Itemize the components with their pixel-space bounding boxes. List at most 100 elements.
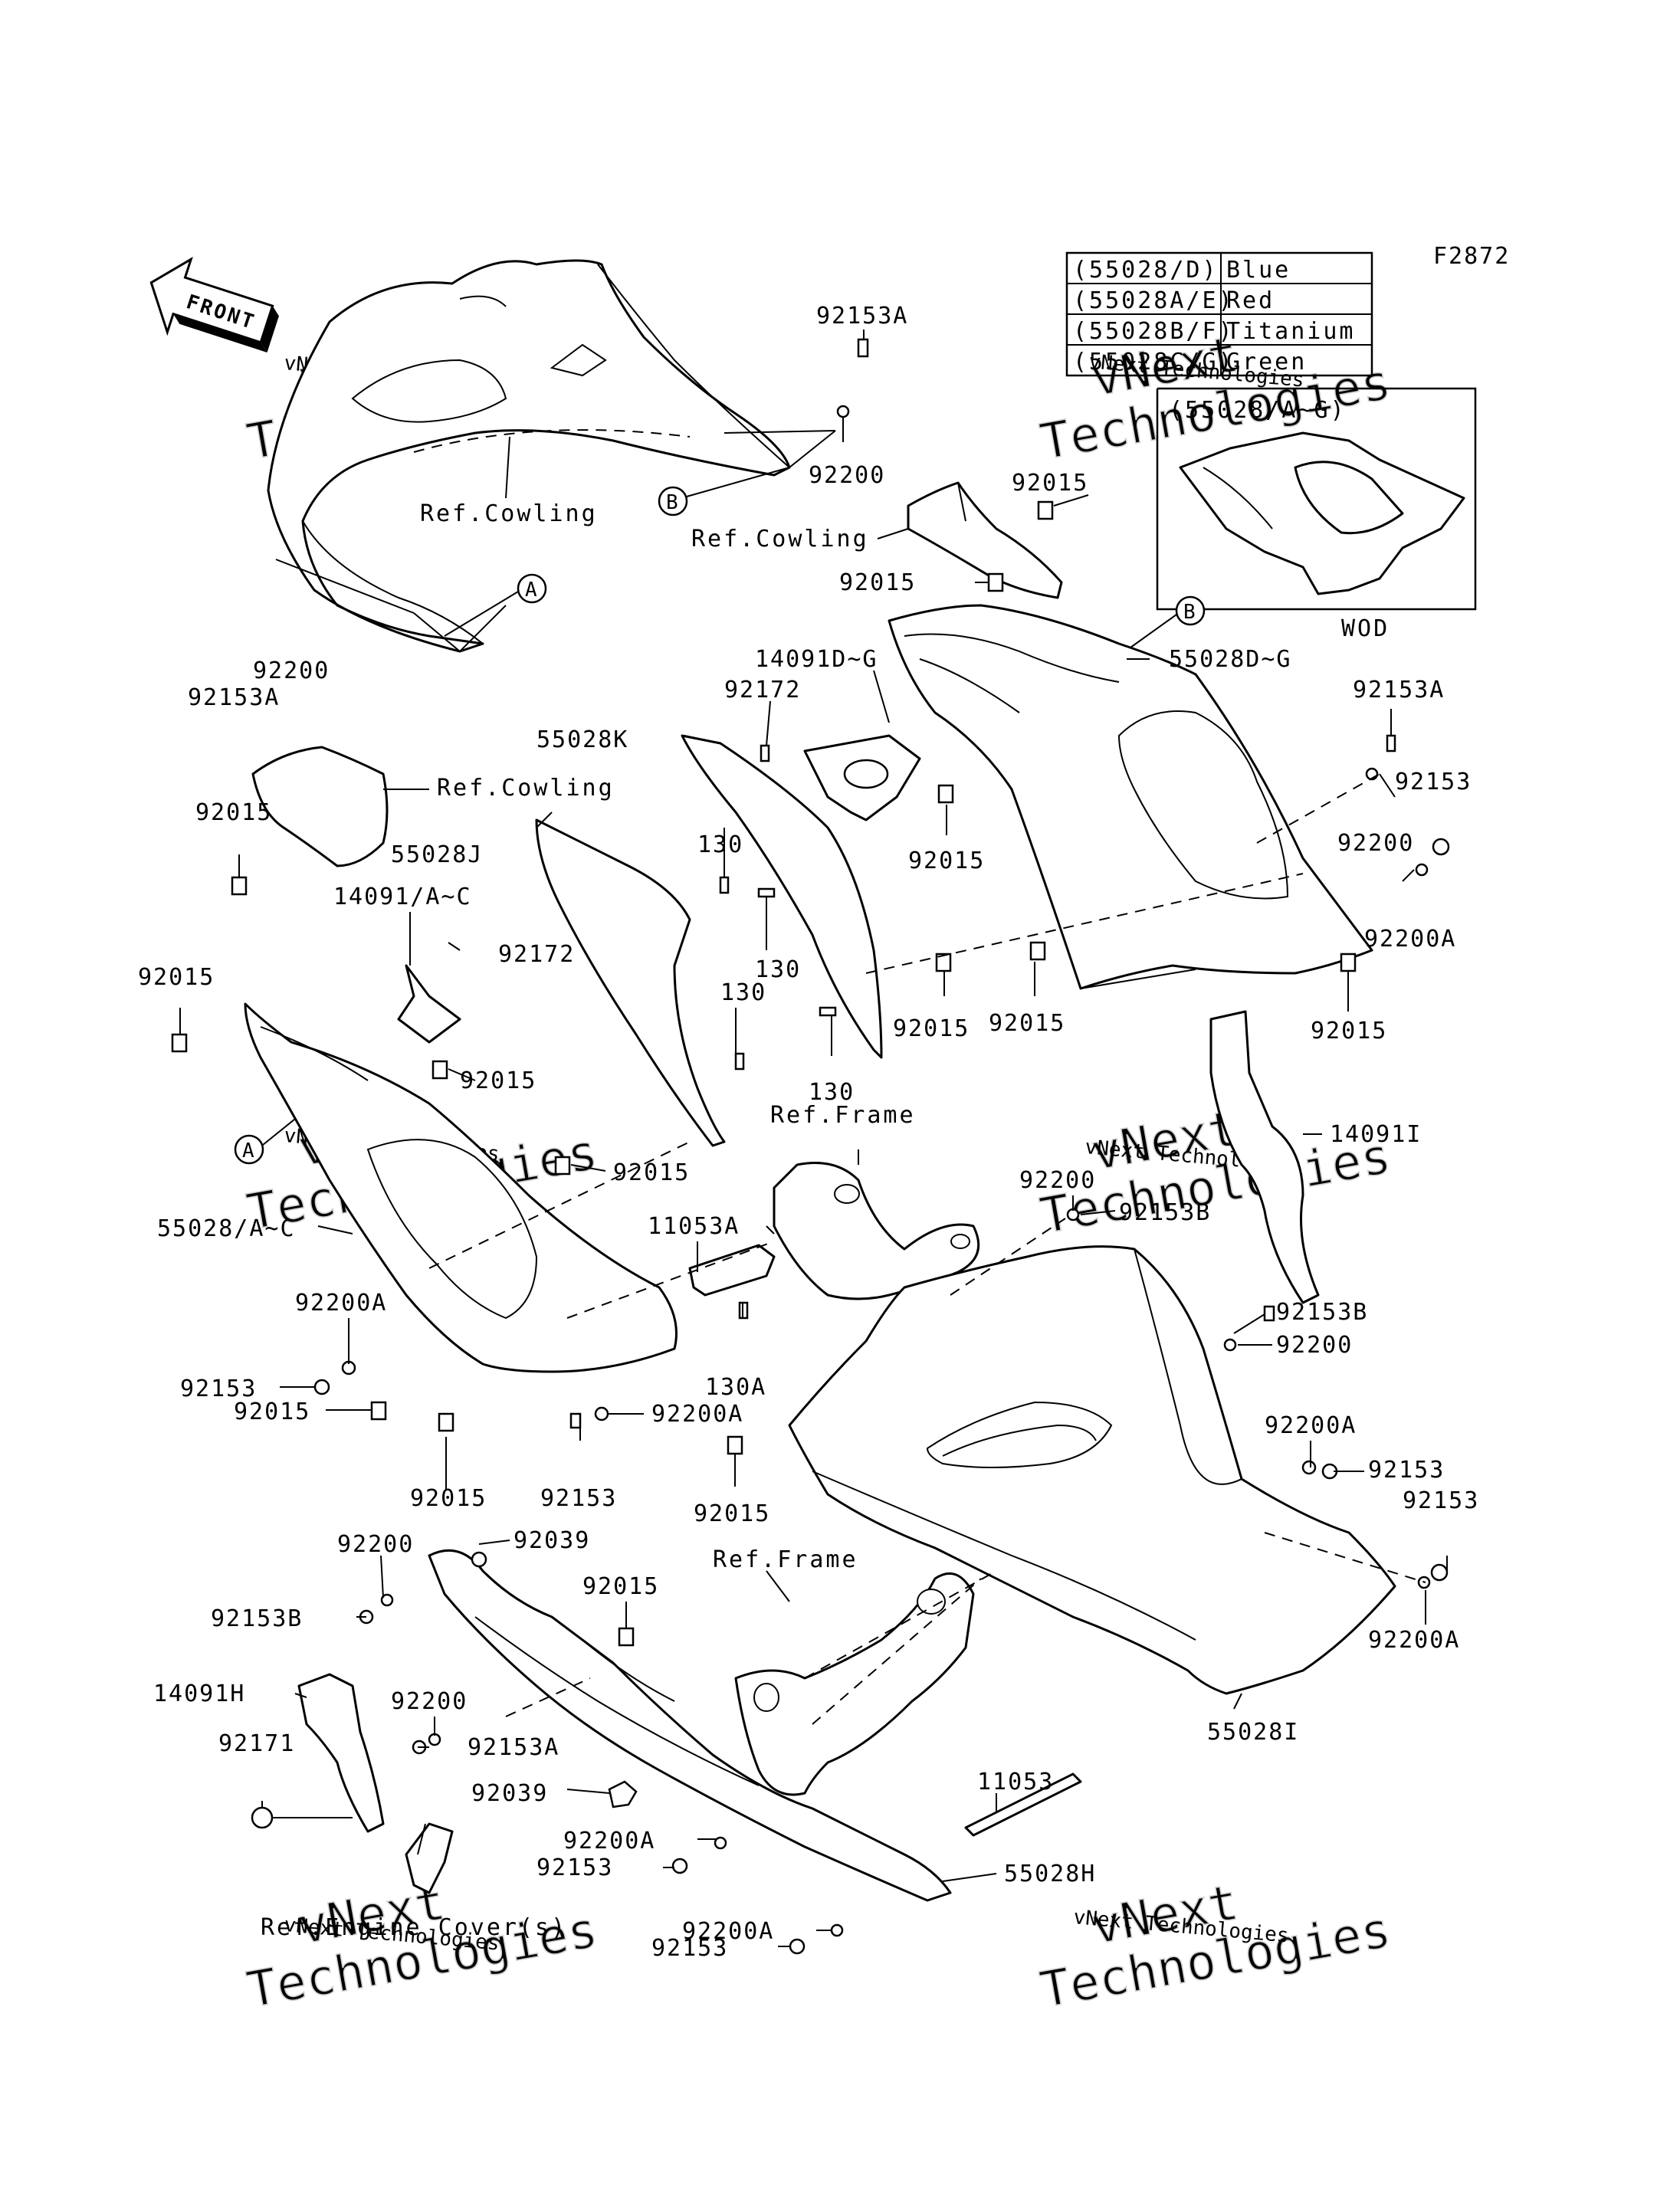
part-label: 11053 (977, 1769, 1054, 1795)
part-label: 92153A (816, 303, 908, 330)
part-label: 92015 (893, 1015, 970, 1042)
legend-color: Titanium (1226, 318, 1356, 345)
inset-title: (55028/A~G) (1169, 397, 1347, 424)
part-label: 130 (755, 956, 801, 983)
part-label: 92015 (460, 1067, 536, 1094)
part-label: 92153B (1276, 1299, 1368, 1326)
part-label: 92039 (471, 1780, 548, 1807)
part-55028i (788, 1245, 1396, 1695)
part-label: 11053A (648, 1213, 740, 1240)
part-label: 92153 (180, 1376, 257, 1402)
part-label: 92200 (253, 657, 330, 684)
part-label: 92200A (563, 1828, 655, 1854)
part-label: 14091H (153, 1681, 245, 1707)
part-label: 55028H (1004, 1861, 1096, 1887)
upper-cowling-ref (267, 259, 791, 653)
part-label: 92200 (1019, 1167, 1096, 1194)
ref-label: Ref.Cowling (437, 775, 615, 802)
part-label: 130 (809, 1079, 855, 1106)
part-label: 92200 (1337, 830, 1414, 857)
part-label: 14091/A~C (333, 884, 472, 910)
part-label: 55028I (1207, 1719, 1299, 1746)
reference-labels: Ref.Cowling Ref.Cowling Ref.Cowling Ref.… (261, 436, 916, 1941)
part-label: 92015 (1012, 470, 1088, 497)
part-label: 92015 (138, 964, 215, 991)
callout-b-upper: B (658, 467, 790, 516)
part-55028k (681, 734, 883, 1059)
ref-label: Ref.Engine Cover(s) (261, 1914, 567, 1941)
part-label: 92153 (540, 1485, 617, 1512)
part-55028h (428, 1549, 952, 1902)
legend-color: Red (1226, 287, 1275, 314)
part-label: 92200A (682, 1918, 774, 1945)
ref-label: Ref.Cowling (691, 526, 869, 553)
part-55028d-g (888, 604, 1373, 990)
upper-right-cowling-ref (907, 481, 1063, 599)
left-cowling-ref (251, 746, 389, 867)
part-11053a (688, 1244, 776, 1297)
part-label: 92153A (188, 684, 280, 711)
front-arrow-icon: FRONT (149, 257, 279, 353)
part-55028a-c (244, 964, 678, 1373)
part-label: 92015 (582, 1573, 659, 1600)
part-label: 55028/A~C (157, 1215, 296, 1242)
part-label: 92153 (1403, 1487, 1479, 1514)
part-label: 92039 (514, 1527, 590, 1554)
part-label: 92200 (809, 462, 885, 489)
leader-lines (179, 330, 1448, 1947)
part-label: 92200 (391, 1688, 468, 1715)
part-label: 92015 (234, 1399, 310, 1425)
part-label: 130 (720, 979, 766, 1006)
part-label: 55028K (536, 726, 628, 753)
part-label: 92153 (1395, 769, 1472, 795)
ref-label: Ref.Frame (770, 1102, 916, 1129)
part-label: 92200A (651, 1401, 743, 1428)
part-label: 92015 (694, 1500, 770, 1527)
part-label: 92200A (1265, 1412, 1357, 1439)
legend-color: Green (1226, 349, 1307, 375)
part-label: 92015 (410, 1485, 487, 1512)
part-label: 92015 (989, 1010, 1065, 1037)
part-label: 92153 (536, 1854, 613, 1881)
part-label: 92153A (1353, 677, 1445, 703)
part-label: 92015 (1311, 1018, 1387, 1044)
part-label: 92200A (295, 1290, 387, 1317)
part-label: 92172 (498, 941, 575, 968)
part-label: 92172 (724, 677, 801, 703)
svg-text:A: A (525, 579, 537, 602)
part-label: 55028J (391, 841, 483, 868)
part-labels: 92153A 92200 92015 92015 14091D~G 55028D… (138, 303, 1479, 1962)
part-label: 130A (705, 1374, 766, 1401)
ref-label: Ref.Frame (713, 1546, 858, 1573)
part-label: 92200A (1368, 1627, 1460, 1654)
legend-code: (55028B/F) (1073, 318, 1235, 345)
inset-wod: (55028/A~G) WOD (1156, 387, 1477, 642)
legend-code: (55028/D) (1073, 257, 1219, 284)
part-label: 14091I (1330, 1121, 1422, 1148)
legend-color: Blue (1226, 257, 1291, 284)
part-label: 92153B (211, 1605, 303, 1632)
callout-a-upper: A (444, 573, 547, 637)
legend-code: (55028A/E) (1073, 287, 1235, 314)
part-label: 92200A (1364, 926, 1456, 953)
frame-ref-lower (734, 1572, 975, 1796)
part-label: 92153 (1368, 1457, 1445, 1484)
part-label: 92200 (337, 1531, 414, 1558)
part-label: 92153A (468, 1734, 559, 1761)
part-label: 92200 (1276, 1332, 1353, 1359)
part-11053 (964, 1772, 1082, 1837)
part-label: 55028D~G (1169, 646, 1292, 673)
part-label: 92153B (1119, 1199, 1211, 1226)
svg-text:B: B (666, 491, 678, 514)
part-55028j (535, 818, 726, 1147)
svg-text:B: B (1183, 601, 1196, 624)
part-label: 92015 (839, 569, 916, 596)
part-label: 92015 (195, 799, 272, 826)
part-14091h (297, 1673, 454, 1894)
part-label: 14091D~G (755, 646, 878, 673)
figure-code: F2872 (1433, 243, 1510, 270)
ref-label: Ref.Cowling (420, 500, 598, 527)
color-legend-table: (55028/D) Blue (55028A/E) Red (55028B/F)… (1065, 251, 1373, 377)
frame-ref-middle (773, 1162, 980, 1300)
